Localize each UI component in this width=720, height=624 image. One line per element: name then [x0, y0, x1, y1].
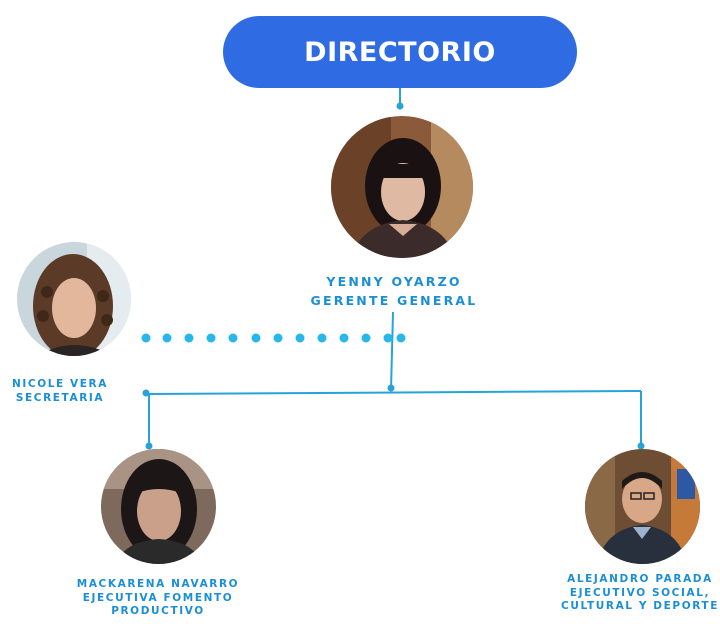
gerente-trunk-line — [390, 311, 394, 391]
dotted-connector-secretaria — [141, 333, 406, 343]
connector-dot — [396, 102, 404, 110]
connector-dot — [142, 389, 150, 397]
social-name: ALEJANDRO PARADA — [567, 573, 713, 585]
label-fomento: MACKARENA NAVARRO EJECUTIVA FOMENTO PROD… — [58, 578, 258, 619]
fomento-role-line2: PRODUCTIVO — [111, 605, 205, 617]
directorio-header: DIRECTORIO — [223, 16, 577, 88]
branch-horizontal-line — [147, 390, 642, 395]
secretaria-name: NICOLE VERA — [12, 378, 108, 390]
connector-dot — [387, 384, 395, 392]
avatar-secretaria — [17, 242, 131, 356]
avatar-gerente — [331, 116, 473, 258]
label-social: ALEJANDRO PARADA EJECUTIVO SOCIAL, CULTU… — [560, 573, 720, 614]
connector-dot — [145, 442, 153, 450]
gerente-role: GERENTE GENERAL — [310, 293, 478, 308]
social-role-line2: CULTURAL Y DEPORTE — [561, 600, 719, 612]
connector-dot — [637, 442, 645, 450]
avatar-fomento — [101, 449, 216, 564]
secretaria-role: SECRETARIA — [15, 391, 105, 404]
label-secretaria: NICOLE VERA SECRETARIA — [0, 378, 120, 405]
fomento-role-line1: EJECUTIVA FOMENTO — [82, 591, 234, 604]
avatar-social — [585, 449, 700, 564]
header-title: DIRECTORIO — [304, 36, 496, 68]
social-role-line1: EJECUTIVO SOCIAL, — [569, 586, 711, 599]
fomento-name: MACKARENA NAVARRO — [76, 578, 240, 590]
gerente-name: YENNY OYARZO — [326, 274, 462, 289]
label-gerente: YENNY OYARZO GERENTE GENERAL — [294, 272, 494, 310]
